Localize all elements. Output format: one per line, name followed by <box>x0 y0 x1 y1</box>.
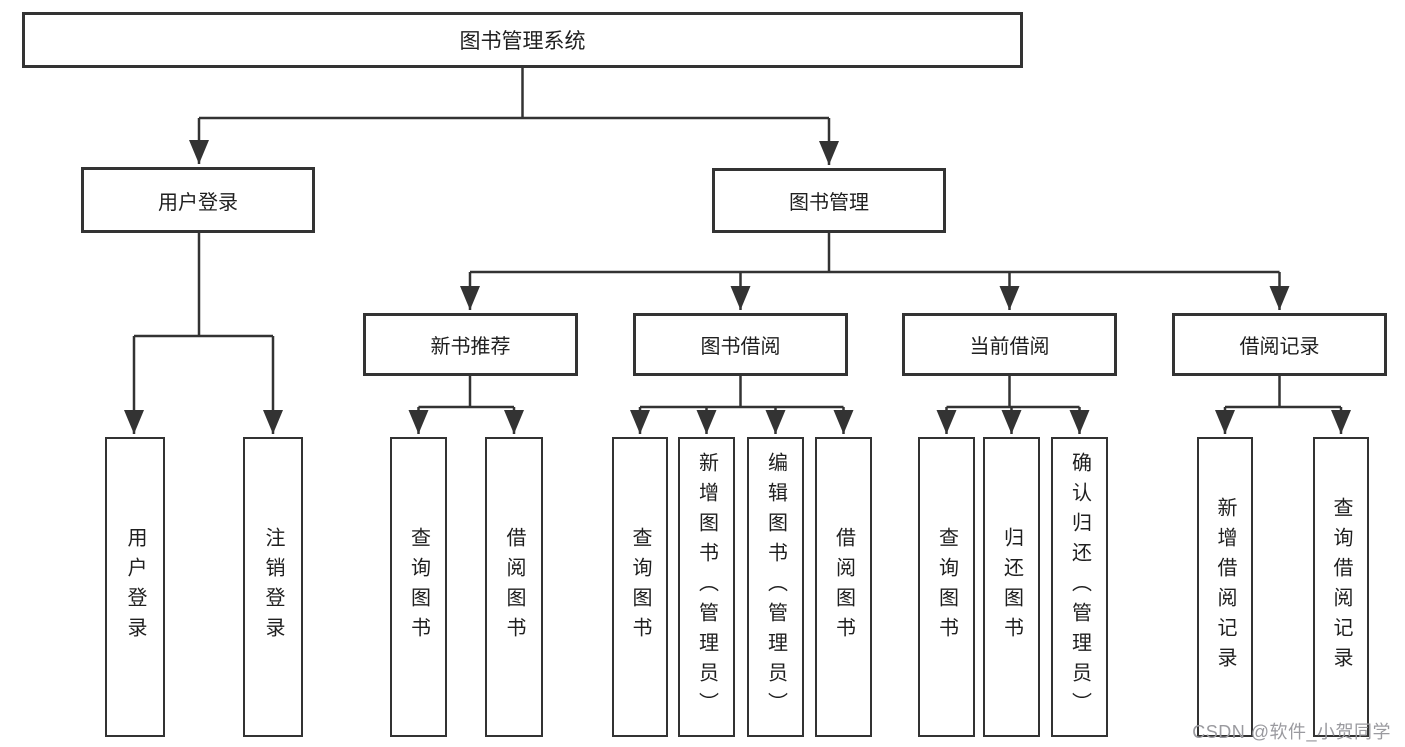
node-leaf-add-books-admin: 新增图书（管理员） <box>678 437 735 737</box>
node-borrowing-records: 借阅记录 <box>1172 313 1387 376</box>
node-book-management: 图书管理 <box>712 168 946 233</box>
node-new-book-recommendation: 新书推荐 <box>363 313 578 376</box>
node-leaf-confirm-return-admin: 确认归还（管理员） <box>1051 437 1108 737</box>
node-user-login: 用户登录 <box>81 167 315 233</box>
node-leaf-add-borrowing-record: 新增借阅记录 <box>1197 437 1253 737</box>
node-leaf-return-books: 归还图书 <box>983 437 1040 737</box>
node-leaf-borrow-books-recommend: 借阅图书 <box>485 437 543 737</box>
node-leaf-query-borrowing-record: 查询借阅记录 <box>1313 437 1369 737</box>
node-book-borrowing: 图书借阅 <box>633 313 848 376</box>
node-leaf-query-books-current: 查询图书 <box>918 437 975 737</box>
csdn-watermark: CSDN @软件_小贺同学 <box>1192 722 1391 742</box>
node-leaf-borrow-books-borrowing: 借阅图书 <box>815 437 872 737</box>
node-library-management-system: 图书管理系统 <box>22 12 1023 68</box>
node-leaf-logout: 注销登录 <box>243 437 303 737</box>
node-leaf-query-books-recommend: 查询图书 <box>390 437 447 737</box>
node-current-borrowing: 当前借阅 <box>902 313 1117 376</box>
node-leaf-query-books-borrowing: 查询图书 <box>612 437 668 737</box>
node-leaf-user-login: 用户登录 <box>105 437 165 737</box>
node-leaf-edit-books-admin: 编辑图书（管理员） <box>747 437 804 737</box>
